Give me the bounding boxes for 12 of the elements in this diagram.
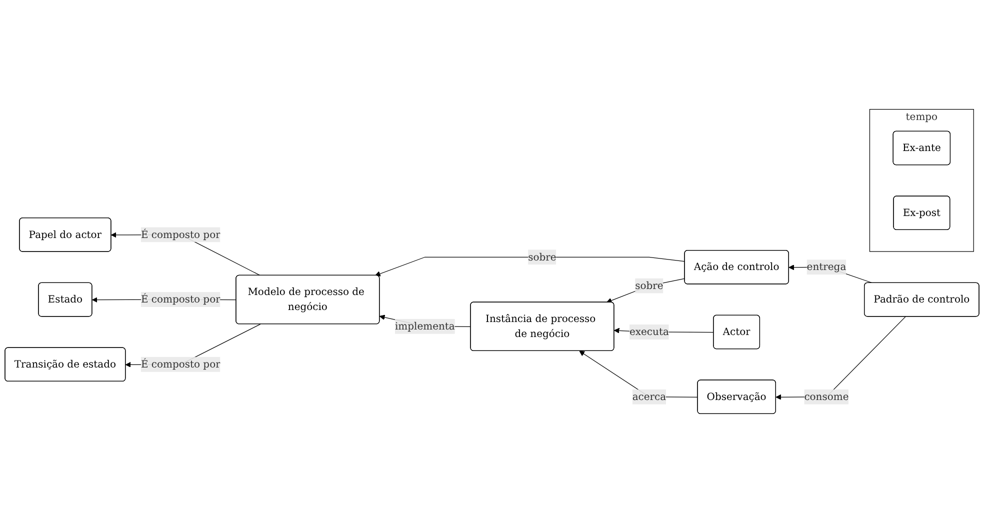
edge-label: sobre <box>635 280 664 292</box>
edge-label: sobre <box>528 250 556 263</box>
edge-label: É composto por <box>140 293 220 306</box>
edge-label: entrega <box>806 260 846 273</box>
edge-label: executa <box>630 326 669 338</box>
edge-label: É composto por <box>140 358 220 370</box>
edge-label: acerca <box>632 390 666 402</box>
edge-label: É composto por <box>140 228 220 240</box>
arrow <box>606 278 686 304</box>
edge-label: consome <box>804 390 849 402</box>
edge-label: implementa <box>394 320 455 332</box>
arrow <box>374 256 686 276</box>
